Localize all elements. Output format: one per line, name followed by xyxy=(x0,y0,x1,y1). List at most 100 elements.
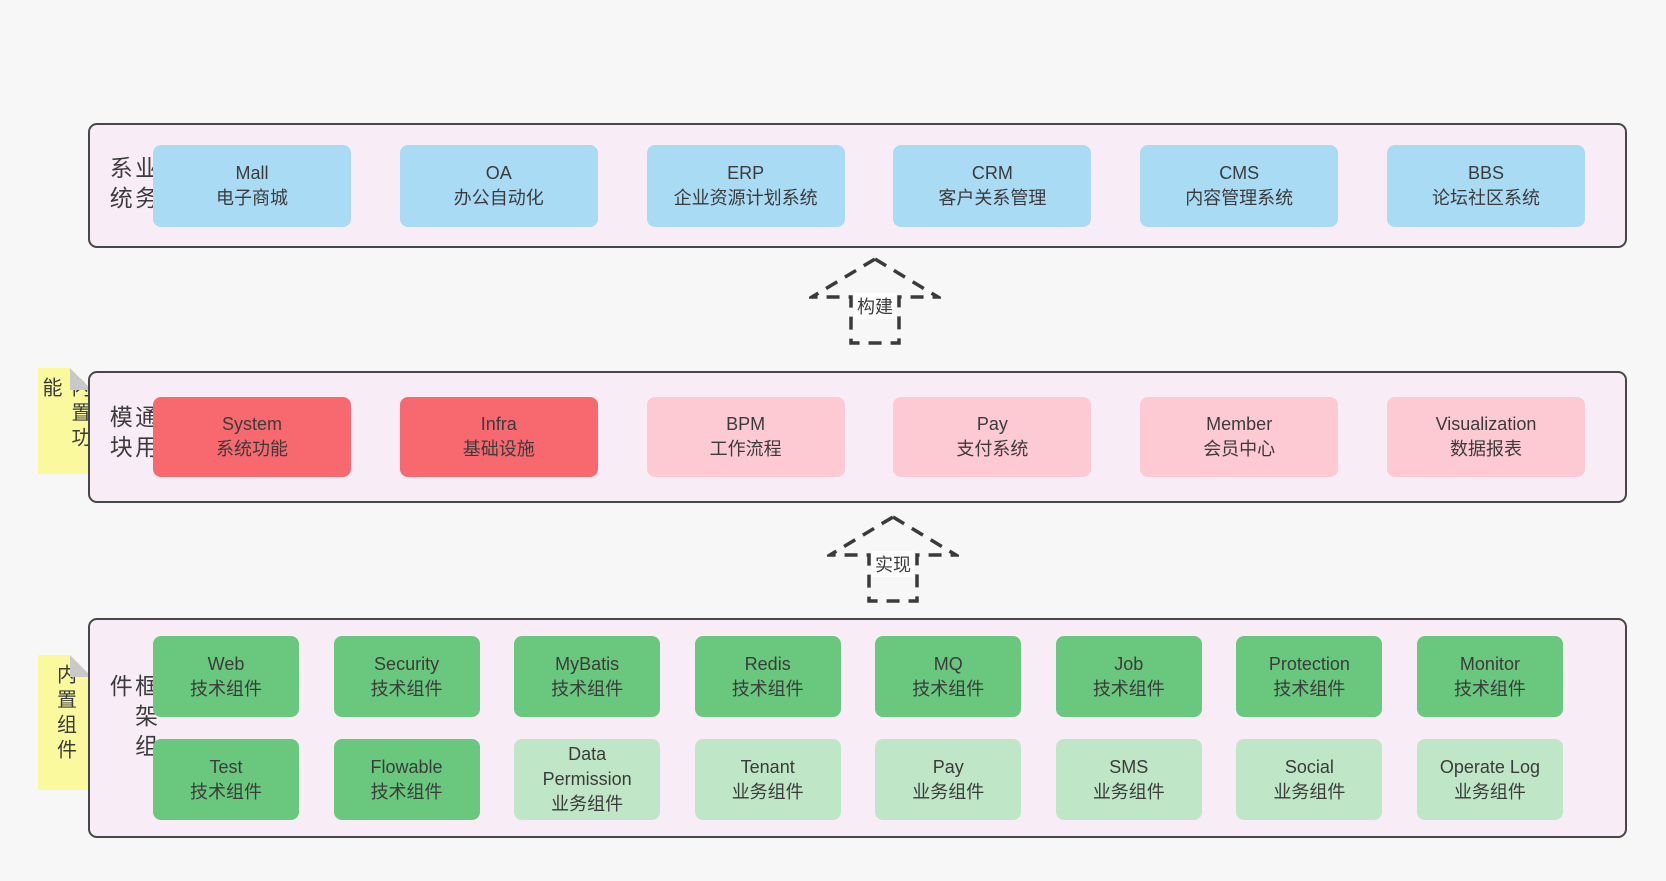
box-crm: CRM 客户关系管理 xyxy=(893,144,1092,227)
box-redis: Redis 技术组件 xyxy=(694,636,841,717)
box-subtitle: 技术组件 xyxy=(370,781,443,802)
box-security: Security 技术组件 xyxy=(333,636,480,717)
box-subtitle: 技术组件 xyxy=(1453,678,1526,699)
box-subtitle: 数据报表 xyxy=(1449,439,1522,459)
box-title: OA xyxy=(485,162,512,183)
box-subtitle: 内容管理系统 xyxy=(1185,187,1294,208)
box-title: Mall xyxy=(235,162,269,183)
box-title: Monitor xyxy=(1459,653,1520,674)
box-subtitle: 业务组件 xyxy=(1092,781,1165,802)
box-subtitle: 办公自动化 xyxy=(453,187,544,208)
box-title: Visualization xyxy=(1435,414,1537,434)
box-title: Social xyxy=(1284,756,1334,777)
box-title: ERP xyxy=(727,162,765,183)
box-subtitle: 技术组件 xyxy=(370,678,443,699)
box-tenant: Tenant 业务组件 xyxy=(694,739,841,820)
box-subtitle: 业务组件 xyxy=(731,781,804,802)
box-subtitle: 会员中心 xyxy=(1203,439,1276,459)
box-monitor: Monitor 技术组件 xyxy=(1416,636,1563,717)
box-title: MQ xyxy=(933,653,963,674)
box-title: CRM xyxy=(971,162,1013,183)
box-subtitle: 工作流程 xyxy=(709,439,782,459)
box-title: Member xyxy=(1206,414,1273,434)
box-subtitle: 电子商城 xyxy=(216,187,288,208)
box-title: Operate Log xyxy=(1439,756,1540,777)
box-subtitle: 技术组件 xyxy=(912,678,985,699)
module-rows: Mall 电子商城 OA 办公自动化 ERP 企业资源计划系统 CRM 客户关系管理 CMS 内容… xyxy=(153,125,1585,246)
arrow-build: 构建 xyxy=(809,257,941,345)
box-operate-log: Operate Log 业务组件 xyxy=(1416,739,1563,820)
box-protection: Protection 技术组件 xyxy=(1236,636,1383,717)
box-web: Web 技术组件 xyxy=(153,636,299,717)
up-arrow-icon xyxy=(827,515,959,603)
box-title: Tenant xyxy=(740,756,795,777)
band-label: 业务系统 xyxy=(106,155,158,216)
box-infra: Infra 基础设施 xyxy=(399,397,598,477)
box-bpm: BPM 工作流程 xyxy=(646,397,845,477)
box-title: Pay xyxy=(932,756,964,777)
box-title: BBS xyxy=(1467,162,1504,183)
box-subtitle: 基础设施 xyxy=(462,439,535,459)
box-title: Redis xyxy=(744,653,791,674)
sticky-label: 内置组件 xyxy=(53,664,76,764)
sticky-note-built-in-features: 内置功能 xyxy=(38,368,92,474)
box-subtitle: 技术组件 xyxy=(1273,678,1346,699)
box-subtitle: 业务组件 xyxy=(1453,781,1526,802)
box-title: BPM xyxy=(726,414,766,434)
band-label: 通用模块 xyxy=(106,405,158,465)
box-social: Social 业务组件 xyxy=(1236,739,1383,820)
box-subtitle: 技术组件 xyxy=(551,678,624,699)
box-subtitle: 技术组件 xyxy=(1092,678,1165,699)
box-subtitle: 企业资源计划系统 xyxy=(673,187,818,208)
box-title: MyBatis xyxy=(555,653,620,674)
box-subtitle: 业务组件 xyxy=(1273,781,1346,802)
box-subtitle: 业务组件 xyxy=(551,794,624,814)
box-title: SMS xyxy=(1109,756,1149,777)
box-pay: Pay 业务组件 xyxy=(875,739,1022,820)
arrow-label: 实现 xyxy=(872,551,914,577)
box-subtitle: 支付系统 xyxy=(956,439,1029,459)
box-subtitle: 业务组件 xyxy=(912,781,985,802)
box-title: CMS xyxy=(1219,162,1260,183)
box-title: Web xyxy=(207,653,245,674)
box-erp: ERP 企业资源计划系统 xyxy=(646,144,845,227)
arrow-label: 构建 xyxy=(854,293,896,319)
sticky-note-built-in-components: 内置组件 xyxy=(38,655,92,790)
box-subtitle: 客户关系管理 xyxy=(938,187,1047,208)
box-title: Pay xyxy=(976,414,1008,434)
box-subtitle: 技术组件 xyxy=(190,678,262,699)
box-mall: Mall 电子商城 xyxy=(153,144,351,227)
box-bbs: BBS 论坛社区系统 xyxy=(1386,144,1585,227)
box-mq: MQ 技术组件 xyxy=(875,636,1022,717)
box-visualization: Visualization 数据报表 xyxy=(1386,397,1585,477)
box-title: Infra xyxy=(480,414,517,434)
box-title: Job xyxy=(1114,653,1144,674)
box-title: Protection xyxy=(1268,653,1350,674)
box-pay: Pay 支付系统 xyxy=(893,397,1092,477)
sticky-label: 内置功能 xyxy=(39,377,90,452)
box-subtitle: 技术组件 xyxy=(190,781,262,802)
box-subtitle: 论坛社区系统 xyxy=(1431,187,1540,208)
box-sms: SMS 业务组件 xyxy=(1055,739,1202,820)
up-arrow-icon xyxy=(809,257,941,345)
arrow-implement: 实现 xyxy=(827,515,959,603)
box-flowable: Flowable 技术组件 xyxy=(333,739,480,820)
box-oa: OA 办公自动化 xyxy=(399,144,598,227)
module-row: Mall 电子商城 OA 办公自动化 ERP 企业资源计划系统 CRM 客户关系管理 CMS 内容… xyxy=(153,144,1585,227)
box-cms: CMS 内容管理系统 xyxy=(1140,144,1339,227)
box-title: Security xyxy=(374,653,440,674)
box-member: Member 会员中心 xyxy=(1140,397,1339,477)
box-title: Flowable xyxy=(370,756,443,777)
box-subtitle: 技术组件 xyxy=(731,678,804,699)
box-job: Job 技术组件 xyxy=(1055,636,1202,717)
